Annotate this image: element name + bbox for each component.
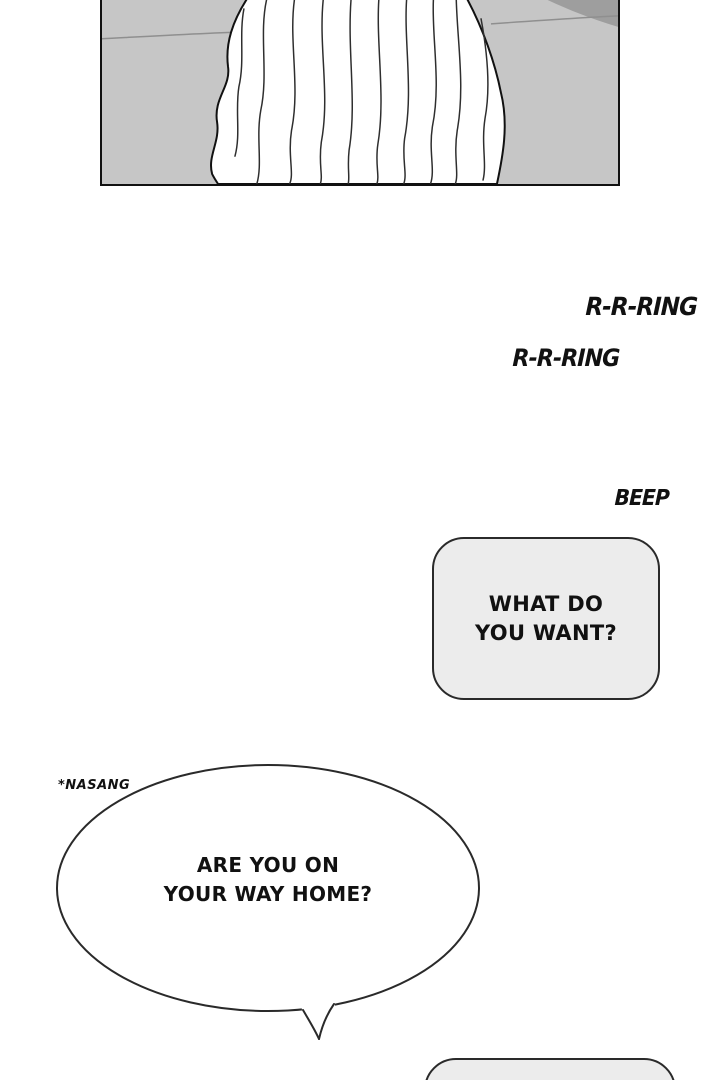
sfx-ring-2: R-R-RING — [512, 344, 620, 372]
hair-strand — [347, 0, 354, 184]
hair-strand — [376, 0, 382, 184]
speaker-name-label: *NASANG — [58, 778, 131, 793]
phone-speech-bubble: WHAT DO YOU WANT? — [432, 537, 660, 700]
hair-strand — [256, 0, 268, 184]
hair-strand — [454, 0, 462, 184]
speech-bubble-tail — [318, 1003, 335, 1040]
speech-bubble — [56, 764, 480, 1040]
couch-corner-shadow — [547, 0, 618, 27]
comic-panel — [100, 0, 620, 186]
hair-strand — [429, 0, 437, 184]
next-speech-bubble — [424, 1058, 676, 1080]
speech-bubble-tail — [302, 1009, 320, 1040]
speech-bubble-tail-opening — [301, 1000, 336, 1015]
hair-strand — [319, 0, 326, 184]
hair-strand — [234, 8, 245, 157]
phone-bubble-text: WHAT DO YOU WANT? — [475, 592, 617, 645]
hair-strand — [402, 0, 410, 184]
speech-bubble-text: ARE YOU ON YOUR WAY HOME? — [163, 853, 373, 906]
hair-strand — [480, 18, 489, 181]
sfx-ring-1: R-R-RING — [585, 292, 698, 321]
comic-panel-illustration — [102, 0, 618, 184]
sfx-beep: BEEP — [614, 486, 670, 511]
speech-bubble-body — [56, 764, 480, 1012]
couch-seam-right — [490, 15, 618, 25]
hair-strand — [288, 0, 296, 184]
